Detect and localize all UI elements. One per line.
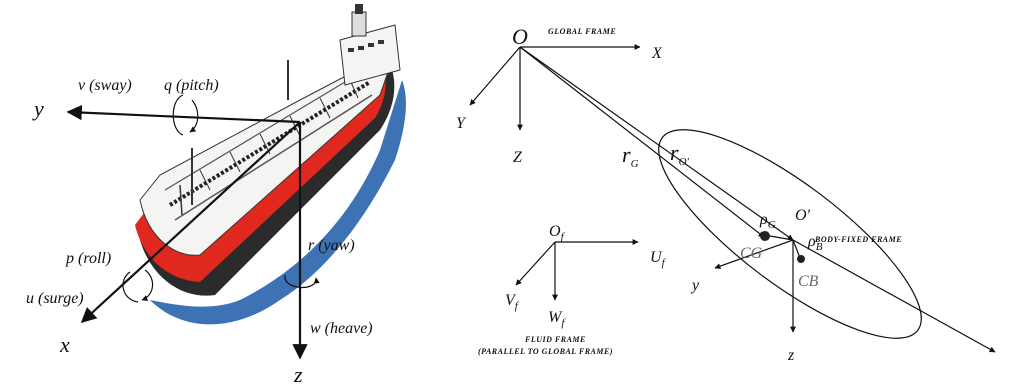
global-y-label: Y xyxy=(456,115,467,132)
body-y-label: y xyxy=(690,277,700,294)
body-fixed-frame xyxy=(714,231,996,353)
global-frame: O GLOBAL FRAME X Y Z xyxy=(456,24,663,166)
label-heave: w (heave) xyxy=(310,320,373,337)
sway-arrow xyxy=(66,104,301,124)
fluid-frame: Of Uf Vf Wf FLUID FRAME (PARALLEL TO GLO… xyxy=(478,223,667,356)
global-frame-caption: GLOBAL FRAME xyxy=(548,27,616,36)
body-z-label: z xyxy=(787,347,795,364)
rho-g-label: ρG xyxy=(759,211,776,231)
body-y-axis xyxy=(714,239,794,269)
body-x-axis xyxy=(792,239,996,353)
r-g-label: rG xyxy=(622,142,639,170)
label-surge: u (surge) xyxy=(26,290,84,307)
ship-illustration xyxy=(135,4,406,325)
label-roll: p (roll) xyxy=(65,250,111,267)
global-z-label: Z xyxy=(513,149,523,166)
label-axis-y: y xyxy=(32,96,44,121)
label-yaw: r (yaw) xyxy=(308,237,355,254)
roll-rotation-arrow xyxy=(122,271,139,303)
label-axis-x: x xyxy=(59,332,70,357)
global-y-axis xyxy=(469,46,521,106)
body-origin-label: O' xyxy=(795,207,811,224)
water-wake xyxy=(150,80,406,325)
fluid-frame-caption: FLUID FRAME xyxy=(524,335,586,344)
body-frame-caption: BODY-FIXED FRAME xyxy=(814,235,902,244)
cb-point xyxy=(797,255,805,263)
body-labels: rG rO' ρG O' BODY-FIXED FRAME ρB CG CB y… xyxy=(622,140,902,364)
fluid-v-axis xyxy=(515,241,556,286)
label-pitch: q (pitch) xyxy=(164,77,219,94)
fluid-u-label: Uf xyxy=(650,249,667,269)
r-o-label: rO' xyxy=(670,140,690,168)
fluid-w-label: Wf xyxy=(548,309,566,329)
fluid-origin-label: Of xyxy=(549,223,566,243)
yaw-rotation-arrow xyxy=(284,274,320,289)
ship-superstructure xyxy=(339,24,401,86)
cb-label: CB xyxy=(798,273,819,290)
body-ellipse xyxy=(658,129,922,339)
fluid-v-label: Vf xyxy=(505,292,520,312)
global-origin-label: O xyxy=(512,24,528,49)
global-x-label: X xyxy=(651,45,663,62)
r-o-vector xyxy=(519,46,794,241)
label-sway: v (sway) xyxy=(78,77,132,94)
ship-axes xyxy=(66,94,320,360)
cg-label: CG xyxy=(740,245,763,262)
r-g-vector xyxy=(519,46,765,238)
label-axis-z: z xyxy=(293,362,303,386)
ship-labels: v (sway) q (pitch) y p (roll) r (yaw) u … xyxy=(26,77,373,386)
rho-b-label: ρB xyxy=(807,233,823,253)
cg-point xyxy=(760,231,770,241)
fluid-frame-caption-2: (PARALLEL TO GLOBAL FRAME) xyxy=(478,347,613,356)
surge-arrow xyxy=(80,121,301,324)
pitch-rotation-arrow xyxy=(172,94,184,136)
